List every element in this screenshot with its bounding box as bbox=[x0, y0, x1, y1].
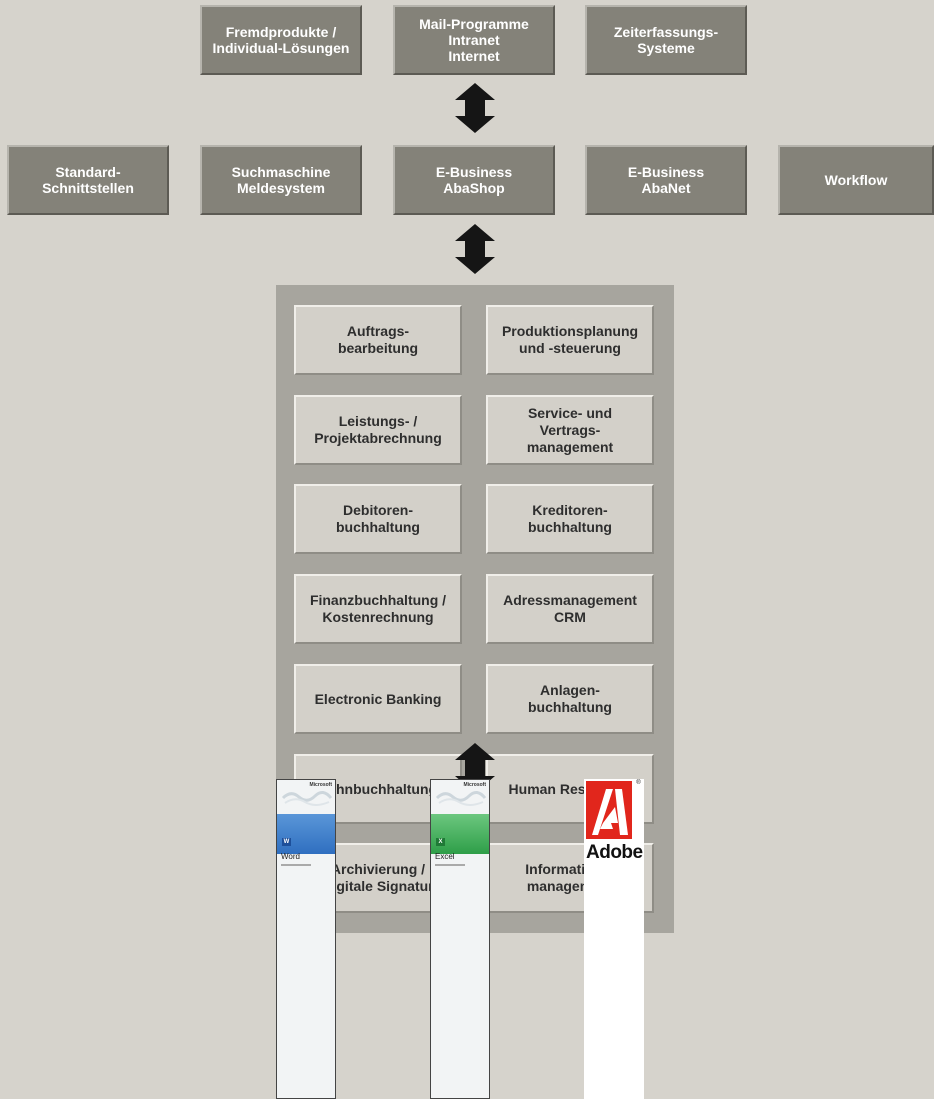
adobe-logo-box: ® Adobe bbox=[584, 779, 644, 1099]
module-finanzbuchhaltung: Finanzbuchhaltung / Kostenrechnung bbox=[294, 574, 462, 644]
double-arrow-icon bbox=[455, 83, 495, 133]
module-anlagenbuchhaltung: Anlagen- buchhaltung bbox=[486, 664, 654, 734]
excel-color-band bbox=[431, 814, 489, 854]
excel-brand-text: Microsoft bbox=[463, 782, 487, 788]
module-servicemanagement: Service- und Vertrags- management bbox=[486, 395, 654, 465]
module-adressmanagement: Adressmanagement CRM bbox=[486, 574, 654, 644]
core-modules-panel: Auftrags- bearbeitung Produktionsplanung… bbox=[276, 285, 674, 933]
word-icon: W bbox=[282, 838, 291, 846]
swoosh-graphic bbox=[435, 791, 487, 806]
microsoft-excel-box: Microsoft X Excel bbox=[430, 779, 490, 1099]
divider bbox=[281, 864, 311, 866]
module-electronic-banking: Electronic Banking bbox=[294, 664, 462, 734]
word-product-name: Word bbox=[281, 852, 300, 861]
box-fremdprodukte: Fremdprodukte / Individual-Lösungen bbox=[200, 5, 362, 75]
module-auftragsbearbeitung: Auftrags- bearbeitung bbox=[294, 305, 462, 375]
microsoft-word-box: Microsoft W Word bbox=[276, 779, 336, 1099]
swoosh-graphic bbox=[281, 791, 333, 806]
divider bbox=[435, 864, 465, 866]
module-produktionsplanung: Produktionsplanung und -steuerung bbox=[486, 305, 654, 375]
module-kreditorenbuchhaltung: Kreditoren- buchhaltung bbox=[486, 484, 654, 554]
box-workflow: Workflow bbox=[778, 145, 934, 215]
box-suchmaschine: Suchmaschine Meldesystem bbox=[200, 145, 362, 215]
word-brand-text: Microsoft bbox=[309, 782, 333, 788]
adobe-a-icon bbox=[592, 789, 628, 835]
box-standard-schnittstellen: Standard- Schnittstellen bbox=[7, 145, 169, 215]
excel-product-name: Excel bbox=[435, 852, 455, 861]
box-ebusiness-abashop: E-Business AbaShop bbox=[393, 145, 555, 215]
module-debitorenbuchhaltung: Debitoren- buchhaltung bbox=[294, 484, 462, 554]
double-arrow-icon bbox=[455, 224, 495, 274]
module-leistungsabrechnung: Leistungs- / Projektabrechnung bbox=[294, 395, 462, 465]
registered-mark: ® bbox=[636, 780, 641, 786]
box-ebusiness-abanet: E-Business AbaNet bbox=[585, 145, 747, 215]
adobe-red-square bbox=[586, 781, 632, 839]
excel-icon: X bbox=[436, 838, 445, 846]
box-zeiterfassung: Zeiterfassungs- Systeme bbox=[585, 5, 747, 75]
adobe-wordmark: Adobe bbox=[586, 842, 643, 863]
box-mail-programme: Mail-Programme Intranet Internet bbox=[393, 5, 555, 75]
word-color-band bbox=[277, 814, 335, 854]
